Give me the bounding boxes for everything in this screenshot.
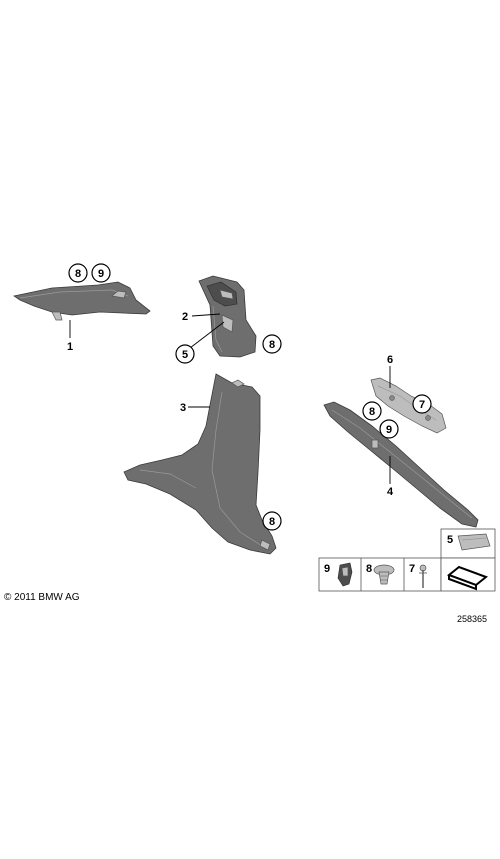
part-6-bracket — [370, 377, 447, 434]
part-2-pillar-upper — [198, 275, 257, 358]
callout-9-right: 9 — [379, 419, 399, 439]
part-3-pillar-lower — [123, 373, 277, 555]
clip-8-icon — [373, 564, 395, 585]
legend-key-8: 8 — [366, 563, 372, 575]
part-1-trim — [12, 281, 151, 321]
svg-text:8: 8 — [369, 406, 375, 418]
legend-key-7: 7 — [409, 563, 415, 575]
clip-9-icon — [337, 562, 353, 587]
screw-7-icon — [419, 564, 427, 588]
part-4-long-trim — [323, 401, 479, 528]
callout-8-lower: 8 — [262, 511, 282, 531]
image-number: 258365 — [457, 614, 488, 624]
callout-8-right: 8 — [362, 401, 382, 421]
svg-text:7: 7 — [419, 399, 425, 411]
callout-5: 5 — [175, 344, 195, 364]
callout-7: 7 — [412, 394, 432, 414]
callout-1: 1 — [67, 341, 73, 353]
callout-9-top: 9 — [91, 263, 111, 283]
callout-2: 2 — [182, 311, 188, 323]
callout-3: 3 — [180, 402, 186, 414]
leader-lines — [69, 313, 391, 484]
svg-text:8: 8 — [269, 516, 275, 528]
pad-5-icon — [457, 533, 491, 551]
callout-6: 6 — [387, 354, 393, 366]
svg-text:8: 8 — [75, 268, 81, 280]
callout-8-top: 8 — [68, 263, 88, 283]
legend-key-9: 9 — [324, 563, 330, 575]
bracket-symbol-icon — [446, 565, 489, 591]
svg-text:9: 9 — [98, 268, 104, 280]
callout-8-pillar: 8 — [262, 334, 282, 354]
small-parts-legend: 9 8 7 5 — [318, 528, 496, 592]
svg-text:8: 8 — [269, 339, 275, 351]
svg-text:9: 9 — [386, 424, 392, 436]
svg-text:5: 5 — [182, 349, 188, 361]
legend-key-5: 5 — [447, 534, 453, 546]
callout-4: 4 — [387, 486, 394, 498]
copyright-text: © 2011 BMW AG — [4, 592, 80, 603]
